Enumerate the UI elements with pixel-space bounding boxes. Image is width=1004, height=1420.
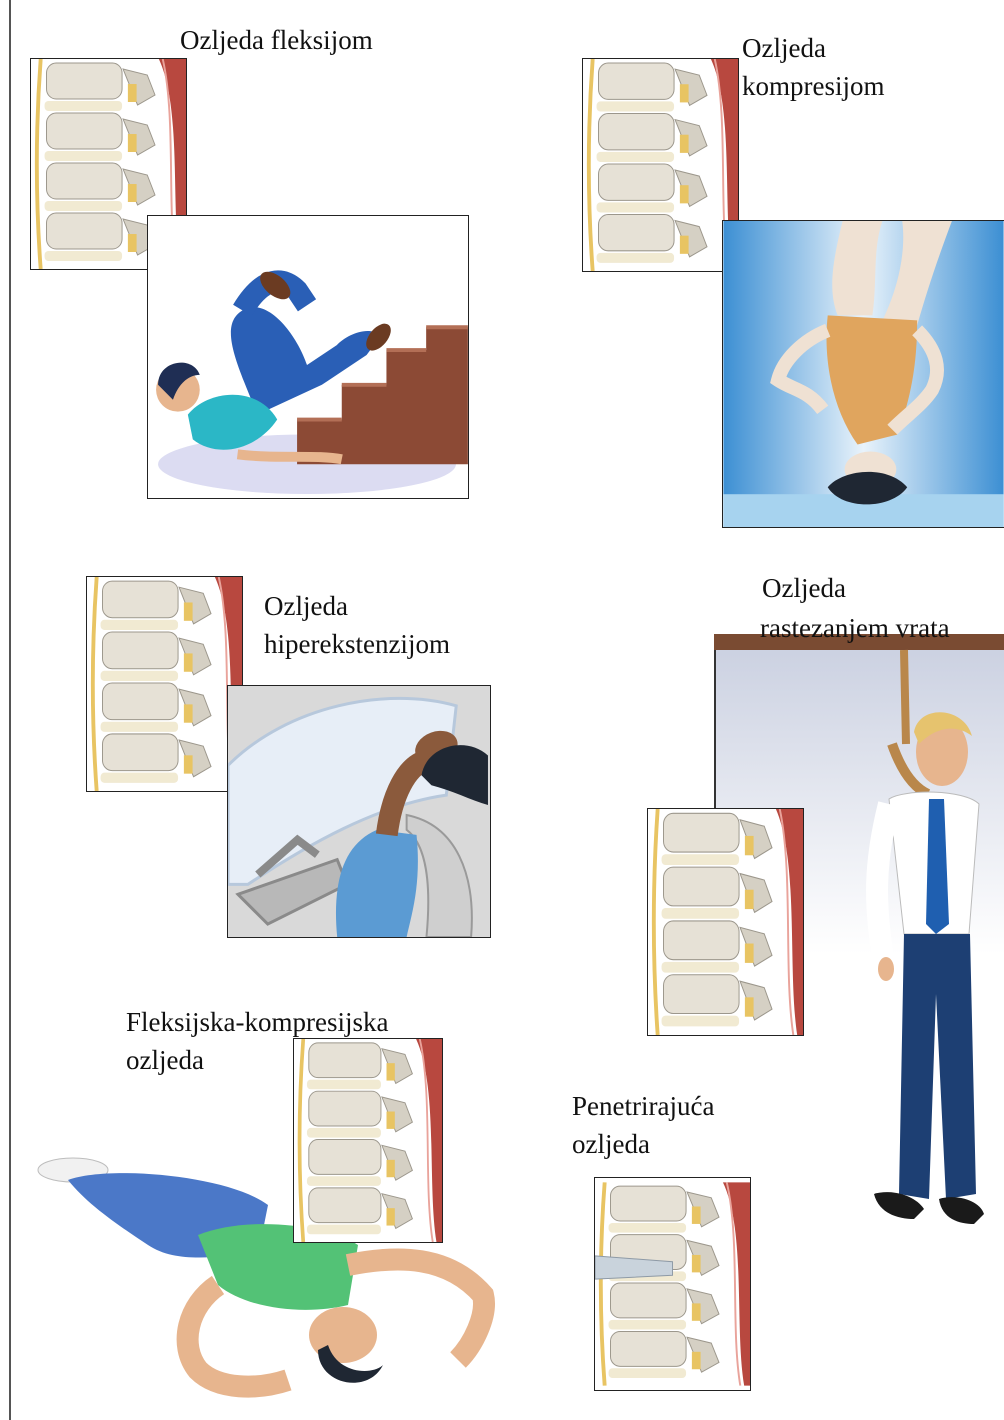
label-penetrating-line2: ozljeda [572, 1126, 650, 1163]
scene-fall-down-stairs [147, 215, 469, 499]
label-flexion-compression-line2: ozljeda [126, 1042, 204, 1079]
spine-illustration-hyperextension [86, 576, 243, 792]
spine-illustration-penetrating [594, 1177, 751, 1391]
scene-car-whiplash [227, 685, 491, 938]
label-flexion-compression-line1: Fleksijska-kompresijska [126, 1004, 388, 1041]
spine-illustration-compression [582, 58, 739, 272]
label-compression-line1: Ozljeda [742, 30, 826, 67]
label-hyperextension-line2: hiperekstenzijom [264, 626, 450, 663]
label-hyperextension-line1: Ozljeda [264, 588, 348, 625]
label-neck-stretch-line2: rastezanjem vrata [760, 610, 950, 647]
spine-illustration-flexion-compression [293, 1038, 443, 1243]
scene-dive-head-first [722, 220, 1004, 528]
spine-illustration-neck-stretch [647, 808, 804, 1036]
label-flexion-injury: Ozljeda fleksijom [180, 22, 373, 59]
label-penetrating-line1: Penetrirajuća [572, 1088, 714, 1125]
label-neck-stretch-line1: Ozljeda [762, 570, 846, 607]
page-left-rule [9, 0, 11, 1420]
label-compression-line2: kompresijom [742, 68, 885, 105]
